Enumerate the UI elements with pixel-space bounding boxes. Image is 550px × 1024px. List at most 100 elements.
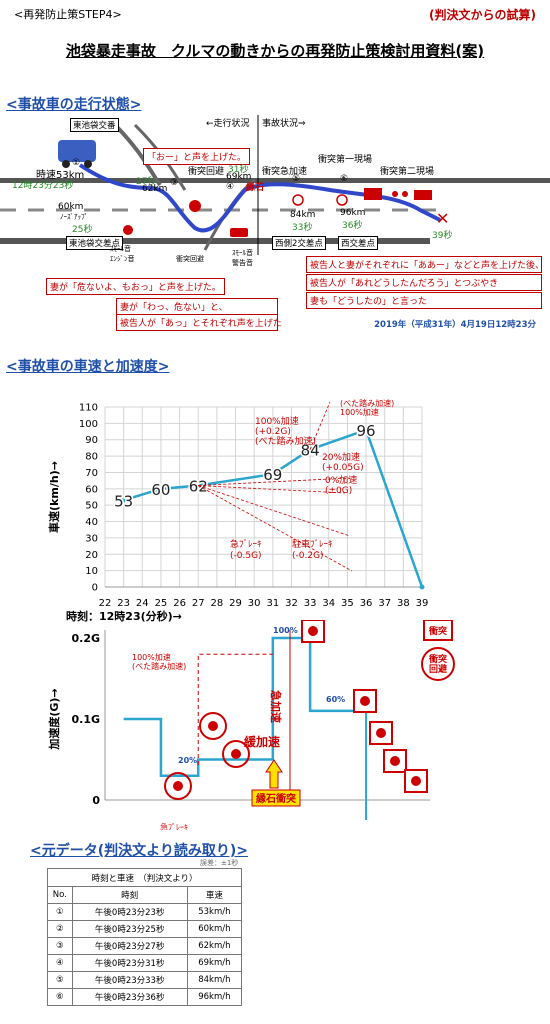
speed-data-label: 53: [114, 492, 133, 510]
y-tick-label: 100: [79, 419, 98, 430]
svg-text:✕: ✕: [436, 209, 449, 228]
annotation-line: [309, 401, 331, 450]
cell-no: ⑤: [47, 971, 73, 989]
point-1-speed: 時速53km: [36, 170, 85, 181]
speed-point: [158, 486, 164, 492]
x-tick-label: 33: [304, 598, 317, 609]
small-sound-label: ｽﾓｰﾙ音 ｴﾝｼﾞﾝ音: [110, 245, 135, 263]
point-1-time: 12時23分23秒: [12, 181, 74, 191]
table-caption: 時刻と車速 （判決文より）: [47, 868, 242, 887]
warning-sound-label: ｽﾓｰﾙ音 警告音: [232, 249, 253, 267]
legend-collision: 衝突: [428, 625, 447, 637]
nishi-intersection-label: 西交差点: [338, 236, 379, 250]
x-tick-label: 29: [229, 598, 242, 609]
cell-speed: 84km/h: [186, 971, 243, 989]
annotation-acc100-low: 100%加速(べた踏み加速): [132, 652, 186, 671]
y-tick-label: 20: [85, 550, 98, 561]
y-tick-label: 10: [85, 566, 98, 577]
x-tick-label: 37: [378, 598, 391, 609]
point-3-no: ③: [170, 178, 179, 188]
annotation-brake-park: 駐車ﾌﾞﾚｰｷ(-0.2G): [292, 538, 333, 561]
cell-time: 午後0時23分23秒: [71, 903, 188, 921]
x-tick-label: 27: [192, 598, 205, 609]
point-5-time: 33秒: [292, 223, 313, 233]
cell-speed: 96km/h: [186, 988, 243, 1006]
cell-no: ①: [47, 903, 73, 921]
end-time: 39秒: [432, 231, 453, 241]
quote-right1: 被告人と妻がそれぞれに「ああー」などと声を上げた後、: [306, 256, 544, 273]
x-tick-label: 30: [248, 598, 261, 609]
speed-data-label: 69: [263, 466, 282, 484]
annotation-brake-hard: 急ﾌﾞﾚｰｷ(-0.5G): [230, 538, 262, 561]
acc-y-tick-label: 0.2G: [71, 632, 100, 645]
quote-wife2a: 妻が「わっ、危ない」と、: [116, 298, 278, 315]
annotation-acc100b: (べた踏み加速)100%加速: [340, 398, 394, 417]
point-2-speed: 60km: [58, 202, 84, 212]
x-tick-label: 25: [155, 598, 168, 609]
victim-icon: [411, 776, 421, 786]
point-6-no: ⑥: [340, 174, 349, 184]
avoid-circle-icon: [222, 740, 250, 768]
point-2-time: 25秒: [72, 225, 93, 235]
quote-oh: 「おー」と声を上げた。: [143, 148, 251, 165]
x-tick-label: 36: [360, 598, 373, 609]
cell-no: ⑥: [47, 988, 73, 1006]
point-6-speed: 96km: [340, 208, 366, 218]
point-1-no: ①: [72, 158, 81, 168]
time-axis-label: 時刻：12時23(分秒)→: [66, 610, 182, 623]
cell-speed: 62km/h: [186, 937, 243, 955]
victim-icon: [308, 626, 318, 636]
point-4-time: 31秒: [228, 165, 249, 175]
legend-avoid-circle: [421, 647, 455, 681]
annotation-line: [198, 477, 351, 486]
annotation-curb-hit: 縁石衝突: [256, 792, 296, 805]
cell-time: 午後0時23分25秒: [71, 920, 188, 938]
speed-data-label: 62: [189, 478, 208, 496]
section-title-source: <元データ(判決文より読み取り)>: [30, 843, 248, 859]
quote-right3: 妻も「どうしたの」と言った: [306, 292, 542, 309]
vehicle-icon: [208, 721, 218, 731]
curb-hit-box: [251, 789, 301, 807]
x-tick-label: 31: [266, 598, 279, 609]
cell-speed: 60km/h: [186, 920, 243, 938]
acc-series-line: [123, 636, 367, 777]
victim-icon: [360, 696, 370, 706]
annotation-line: [198, 485, 351, 537]
annotation-brake-bottom: 急ﾌﾞﾚｰｷ: [160, 822, 188, 830]
col-time: 時刻: [71, 886, 188, 904]
y-tick-label: 90: [85, 435, 98, 446]
speed-point: [270, 471, 276, 477]
y-tick-label: 70: [85, 468, 98, 479]
speed-data-label: 60: [151, 481, 170, 499]
cell-speed: 69km/h: [186, 954, 243, 972]
x-tick-label: 32: [285, 598, 298, 609]
section-title-driving: <事故車の走行状態>: [6, 97, 142, 113]
point-4-speed: 69km: [226, 172, 252, 182]
page-title: 池袋暴走事故 クルマの動きからの再発防止策検討用資料(案): [65, 42, 485, 60]
annotation-p60: 60%: [326, 695, 345, 704]
x-tick-label: 38: [397, 598, 410, 609]
annotation-p100: 100%: [273, 626, 298, 635]
x-tick-label: 22: [99, 598, 112, 609]
speed-point: [307, 447, 313, 453]
y-axis-title: 車速(km/h)→: [47, 461, 61, 533]
vehicle-icon: [231, 749, 241, 759]
y-tick-label: 60: [85, 484, 98, 495]
curb-arrow-icon: [265, 759, 283, 789]
cell-time: 午後0時23分36秒: [71, 988, 188, 1006]
y-tick-label: 110: [79, 403, 98, 414]
accel-label: 衝突急加速: [262, 167, 308, 177]
y-tick-label: 0: [92, 583, 98, 594]
higashi-koban-label: 東池袋交番: [70, 118, 119, 132]
cell-time: 午後0時23分27秒: [71, 937, 188, 955]
annotation-acc0: 0%加速(±0G): [325, 475, 357, 496]
y-tick-label: 80: [85, 452, 98, 463]
quote-wife1: 妻が「危ないよ、もおっ」と声を上げた。: [46, 278, 225, 295]
curb-label: 縁石: [246, 183, 265, 193]
point-2-note: ﾉｰｽﾞｱｯﾌﾟ: [60, 213, 88, 221]
